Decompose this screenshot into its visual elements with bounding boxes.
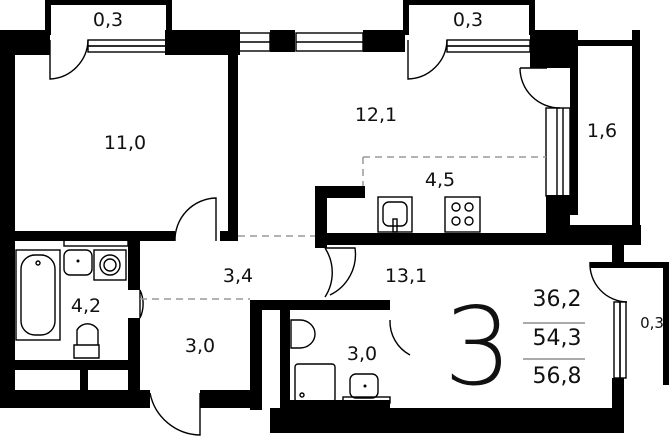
rooms-count: 3 bbox=[444, 285, 513, 410]
living-area: 36,2 bbox=[533, 287, 582, 312]
total-area-with-balconies: 56,8 bbox=[533, 364, 582, 389]
zone-dividers bbox=[140, 156, 546, 300]
room-area-corridor: 3,0 bbox=[185, 335, 215, 357]
room-area-living: 12,1 bbox=[355, 104, 397, 126]
room-area-bedroom: 11,0 bbox=[104, 132, 146, 154]
room-area-bathroom: 4,2 bbox=[71, 295, 101, 317]
total-area: 54,3 bbox=[533, 326, 582, 351]
walls bbox=[0, 30, 641, 433]
area-labels: 0,3 11,0 0,3 12,1 1,6 4,5 3,4 13,1 4,2 3… bbox=[71, 9, 664, 365]
bathtub-icon bbox=[15, 249, 61, 341]
toilet-icon bbox=[73, 323, 100, 359]
stove-icon bbox=[444, 196, 481, 233]
room-area-balcony-3: 0,3 bbox=[640, 314, 664, 332]
room-area-loggia: 1,6 bbox=[587, 120, 617, 142]
room-area-kitchen: 4,5 bbox=[425, 169, 455, 191]
toilet-icon-2 bbox=[290, 319, 316, 349]
room-area-hall: 3,4 bbox=[223, 265, 253, 287]
apartment-summary: 3 36,2 54,3 56,8 bbox=[444, 285, 585, 410]
room-area-main: 13,1 bbox=[385, 265, 427, 287]
shower-icon bbox=[294, 363, 336, 403]
washer-icon bbox=[93, 249, 127, 281]
room-area-balcony-1: 0,3 bbox=[93, 9, 123, 31]
bathroom-fixtures bbox=[15, 239, 129, 359]
doors bbox=[49, 39, 628, 436]
washbasin-icon bbox=[63, 249, 93, 276]
washbasin-icon-2 bbox=[349, 373, 379, 399]
room-area-wc: 3,0 bbox=[347, 343, 377, 365]
room-area-balcony-2: 0,3 bbox=[453, 9, 483, 31]
kitchen-fixtures bbox=[377, 196, 481, 233]
balcony-outlines bbox=[45, 0, 669, 385]
wc-fixtures bbox=[290, 319, 391, 404]
